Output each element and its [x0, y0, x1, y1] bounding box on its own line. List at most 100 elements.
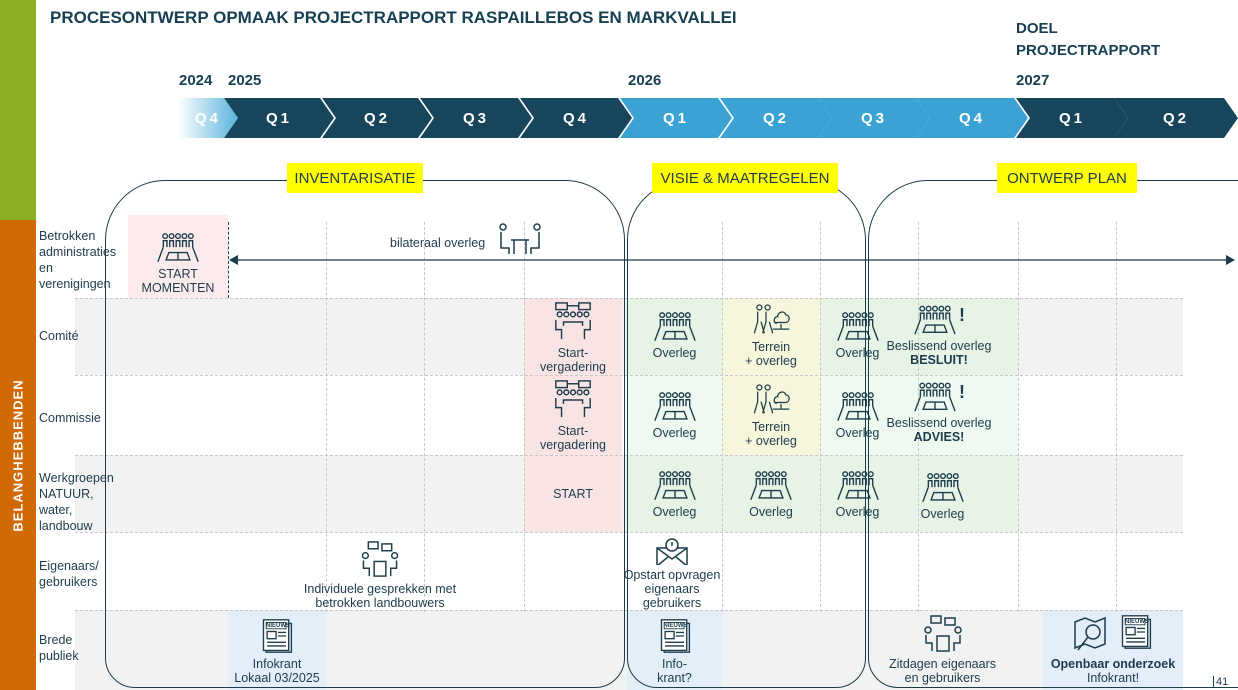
bilateral-meeting-icon: [499, 223, 541, 254]
grid-line: [1116, 222, 1117, 612]
meeting-icon: [653, 470, 697, 502]
meeting-icon: [836, 470, 880, 502]
meeting-icon: [156, 232, 200, 264]
werkgroepen-overleg-4: Overleg: [895, 467, 990, 525]
conversation-icon: [360, 540, 400, 579]
bilateraal-label: bilateraal overleg: [390, 236, 486, 250]
newspaper-icon: NIEUWS: [260, 618, 294, 654]
werkgroepen-overleg-2: Overleg: [722, 465, 820, 523]
stakeholders-label: BELANGHEBBENDEN: [10, 378, 26, 532]
grid-line: [228, 222, 229, 298]
quarter-2025-q1: Q1: [224, 98, 334, 138]
newspaper-masthead: NIEUWS: [663, 622, 688, 629]
grid-line: [75, 455, 1183, 456]
side-bar-green: [0, 0, 36, 220]
grid-line: [75, 610, 1183, 611]
field-visit-icon: [751, 303, 791, 337]
quarter-2026-q2: Q2: [720, 98, 832, 138]
row-label-administraties: Betrokken administraties en verenigingen: [39, 229, 117, 291]
meeting-icon: [921, 472, 965, 504]
comite-terrein: Terrein+ overleg: [722, 300, 820, 370]
year-2026: 2026: [628, 72, 662, 89]
werkgroepen-overleg-3: Overleg: [820, 465, 895, 523]
group-meeting-icon: [552, 379, 594, 421]
svg-text:!: !: [959, 382, 965, 402]
meeting-icon: [653, 391, 697, 423]
openbaar-icons: NIEUWS: [1073, 614, 1153, 657]
grid-line: [722, 222, 723, 612]
quarter-2025-q4: Q4: [520, 98, 632, 138]
grid-line: [424, 222, 425, 612]
year-2024: 2024: [179, 72, 213, 89]
newspaper-masthead: NIEUWS: [266, 622, 290, 629]
row-label-comite: Comité: [39, 329, 79, 343]
phase-ontwerp-plan: ONTWERP PLAN: [997, 163, 1137, 193]
quarter-2026-q3: Q3: [818, 98, 930, 138]
newspaper-icon: NIEUWS: [658, 618, 692, 654]
meeting-icon: [836, 391, 880, 423]
grid-line: [75, 298, 1183, 299]
highlight-terrein: [722, 298, 820, 455]
field-visit-icon: [751, 383, 791, 417]
group-meeting-icon: [552, 301, 594, 343]
timeline-arrow: [229, 255, 1235, 265]
comite-startvergadering: Start-vergadering: [524, 300, 622, 375]
mail-icon: [656, 538, 688, 565]
meeting-icon: [836, 311, 880, 343]
quarter-2024-q4: Q4: [178, 98, 238, 138]
row-label-eigenaars: Eigenaars/ gebruikers: [39, 559, 99, 589]
quarter-2027-q2: Q2: [1114, 98, 1238, 138]
highlight-openbaar: [1043, 610, 1183, 690]
row-label-brede-publiek: Brede publiek: [39, 633, 79, 663]
grid-line: [1018, 222, 1019, 612]
phase-inventarisatie: INVENTARISATIE: [287, 163, 423, 193]
page-title: PROCESONTWERP OPMAAK PROJECTRAPPORT RASP…: [50, 8, 737, 27]
row-label-werkgroepen: Werkgroepen NATUUR, water, landbouw: [39, 471, 114, 533]
meeting-icon: [653, 311, 697, 343]
commissie-startvergadering: Start-vergadering: [524, 378, 622, 453]
comite-overleg-2: Overleg: [820, 305, 895, 365]
commissie-overleg-2: Overleg: [820, 385, 895, 445]
highlight-startvergadering: [524, 298, 622, 532]
newspaper-masthead: NIEUWS: [1125, 618, 1149, 625]
grid-line: [75, 375, 1183, 376]
row-label-commissie: Commissie: [39, 411, 101, 425]
werkgroepen-overleg-1: Overleg: [627, 465, 722, 523]
quarter-2025-q3: Q3: [420, 98, 532, 138]
grid-line: [75, 532, 1183, 533]
commissie-terrein: Terrein+ overleg: [722, 380, 820, 450]
grid-line: [524, 222, 525, 612]
werkgroepen-start: START: [553, 486, 593, 501]
grid-line: [820, 222, 821, 612]
commissie-overleg-1: Overleg: [627, 385, 722, 445]
svg-text:!: !: [959, 305, 965, 325]
comite-overleg-1: Overleg: [627, 305, 722, 365]
year-2027: 2027: [1016, 72, 1050, 89]
map-search-icon: [1074, 616, 1106, 650]
quarter-2026-q1: Q1: [620, 98, 732, 138]
phase-visie-maatregelen: VISIE & MAATREGELEN: [652, 163, 838, 193]
page-number: 41: [1213, 676, 1228, 688]
quarter-2026-q4: Q4: [916, 98, 1028, 138]
newspaper-icon: NIEUWS: [1119, 614, 1153, 650]
year-2025: 2025: [228, 72, 262, 89]
quarter-2027-q1: Q1: [1016, 98, 1128, 138]
decision-meeting-icon: !: [913, 382, 965, 413]
grid-line: [918, 222, 919, 612]
conversation-icon: [923, 614, 963, 654]
quarter-2025-q2: Q2: [322, 98, 432, 138]
grid-line: [326, 222, 327, 612]
side-bar-orange: [0, 220, 36, 690]
meeting-icon: [749, 470, 793, 502]
decision-meeting-icon: !: [913, 305, 965, 336]
